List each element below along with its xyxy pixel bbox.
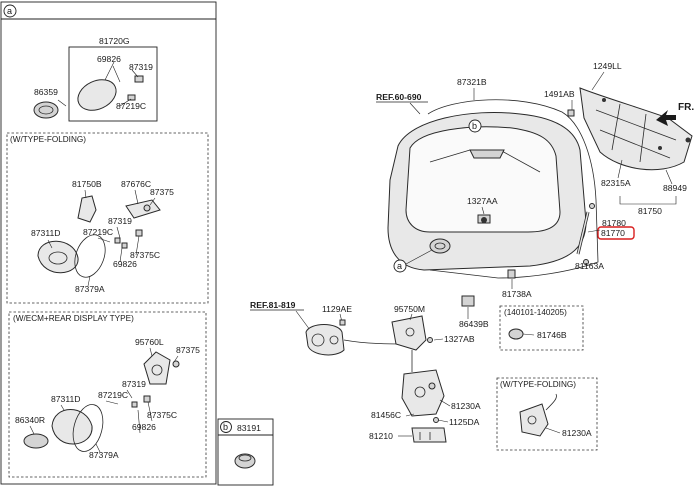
trim-panel: 1249LL 1491AB 82315A 88949 81750 FR. [544,61,694,216]
date-range-box: (140101-140205) 81746B [499,305,584,351]
label-87379A-a: 87379A [75,284,105,294]
label-87676C: 87676C [121,179,151,189]
label-87319-top: 87319 [129,62,153,72]
label-81780: 81780 [602,218,626,228]
detail-b-panel: b 83191 [217,418,274,486]
label-81163A: 81163A [575,261,604,271]
label-1327AB: 1327AB [444,334,475,344]
label-81456C: 81456C [371,410,401,420]
ecm-rear-title: (W/ECM+REAR DISPLAY TYPE) [13,314,134,323]
emblem-oval [77,79,117,111]
label-87319-b: 87319 [122,379,146,389]
callout-a-door: a [397,261,402,271]
label-82315A: 82315A [601,178,631,188]
label-87379A-b: 87379A [89,450,119,460]
label-88949: 88949 [663,183,687,193]
label-83191: 83191 [237,423,261,433]
date-range-title: (140101-140205) [504,308,567,317]
ref-81-819: REF.81-819 [250,300,296,310]
type-folding-right-box: (W/TYPE-FOLDING) 81230A [496,377,598,451]
label-69826-a: 69826 [113,259,137,269]
label-69826-b: 69826 [132,422,156,432]
label-81770: 81770 [601,228,625,238]
label-87219C-b: 87219C [98,390,128,400]
label-86340R: 86340R [15,415,45,425]
label-86359: 86359 [34,87,58,97]
front-arrow-icon [656,110,676,126]
label-81750B: 81750B [72,179,102,189]
label-81746B: 81746B [537,330,567,340]
cap-81746B [508,328,524,340]
callout-a-panel: a [7,6,12,16]
stopper: 81738A [502,269,532,299]
label-81750: 81750 [638,206,662,216]
callout-b-panel: b [223,422,228,432]
label-87219C-a: 87219C [83,227,113,237]
weatherstrip [427,99,599,279]
emblem-badge-ecm [23,433,49,449]
lock-switch [391,315,427,351]
camera-module [143,351,171,385]
tailgate-emblem [429,238,451,254]
label-81738A: 81738A [502,289,532,299]
latch-section: REF.81-819 1129AE 95750M 86439B 1327AB 8… [250,295,489,443]
label-87321B: 87321B [457,77,487,87]
label-1491AB: 1491AB [544,89,575,99]
label-81210: 81210 [369,431,393,441]
label-69826-top: 69826 [97,54,121,64]
label-81720G: 81720G [99,36,130,46]
detail-a-panel: a 81720G 69826 87319 86359 87219C (W/TYP… [0,1,217,485]
type-folding-title-right: (W/TYPE-FOLDING) [500,380,576,389]
emblem-badge [33,101,59,119]
tailgate-assembly: a b REF.60-690 87321B 1327AA [376,77,599,279]
latch-folding [519,403,549,437]
camera-bracket [77,195,97,223]
highlight-81770 [597,226,635,240]
latch-assembly [401,369,445,417]
label-87375C-a: 87375C [130,250,160,260]
label-1129AE: 1129AE [322,304,352,314]
label-87375C-b: 87375C [147,410,177,420]
gas-lifter: 81780 81770 81163A [575,203,635,271]
label-1125DA: 1125DA [449,417,480,427]
label-87311D-b: 87311D [51,394,80,404]
label-86439B: 86439B [459,319,489,329]
label-87219C-top: 87219C [116,101,146,111]
label-87319-a: 87319 [108,216,132,226]
handle-actuator [305,324,345,356]
label-87375-a: 87375 [150,187,174,197]
label-87375-b: 87375 [176,345,200,355]
label-81230A-folding: 81230A [562,428,592,438]
callout-b-door: b [472,121,477,131]
fr-label: FR. [678,102,694,113]
type-folding-title-left: (W/TYPE-FOLDING) [10,135,86,144]
striker [411,427,447,443]
label-95750M: 95750M [394,304,425,314]
ref-60-690: REF.60-690 [376,92,422,102]
label-1249LL: 1249LL [593,61,622,71]
label-95760L: 95760L [135,337,164,347]
label-81230A: 81230A [451,401,481,411]
label-1327AA: 1327AA [467,196,498,206]
label-87311D-a: 87311D [31,228,60,238]
